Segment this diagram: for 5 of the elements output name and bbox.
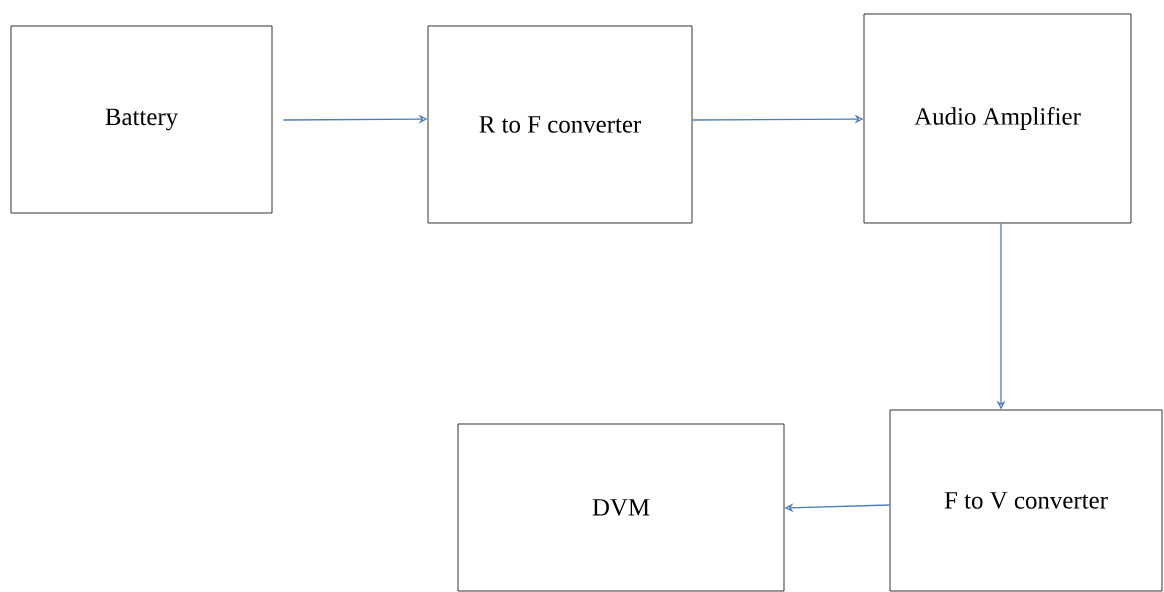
process-box: DVM [457,423,785,592]
process-box: F to V converter [889,409,1163,592]
process-box: R to F converter [427,25,693,224]
process-box: Audio Amplifier [863,13,1132,224]
process-box: Battery [10,25,273,214]
